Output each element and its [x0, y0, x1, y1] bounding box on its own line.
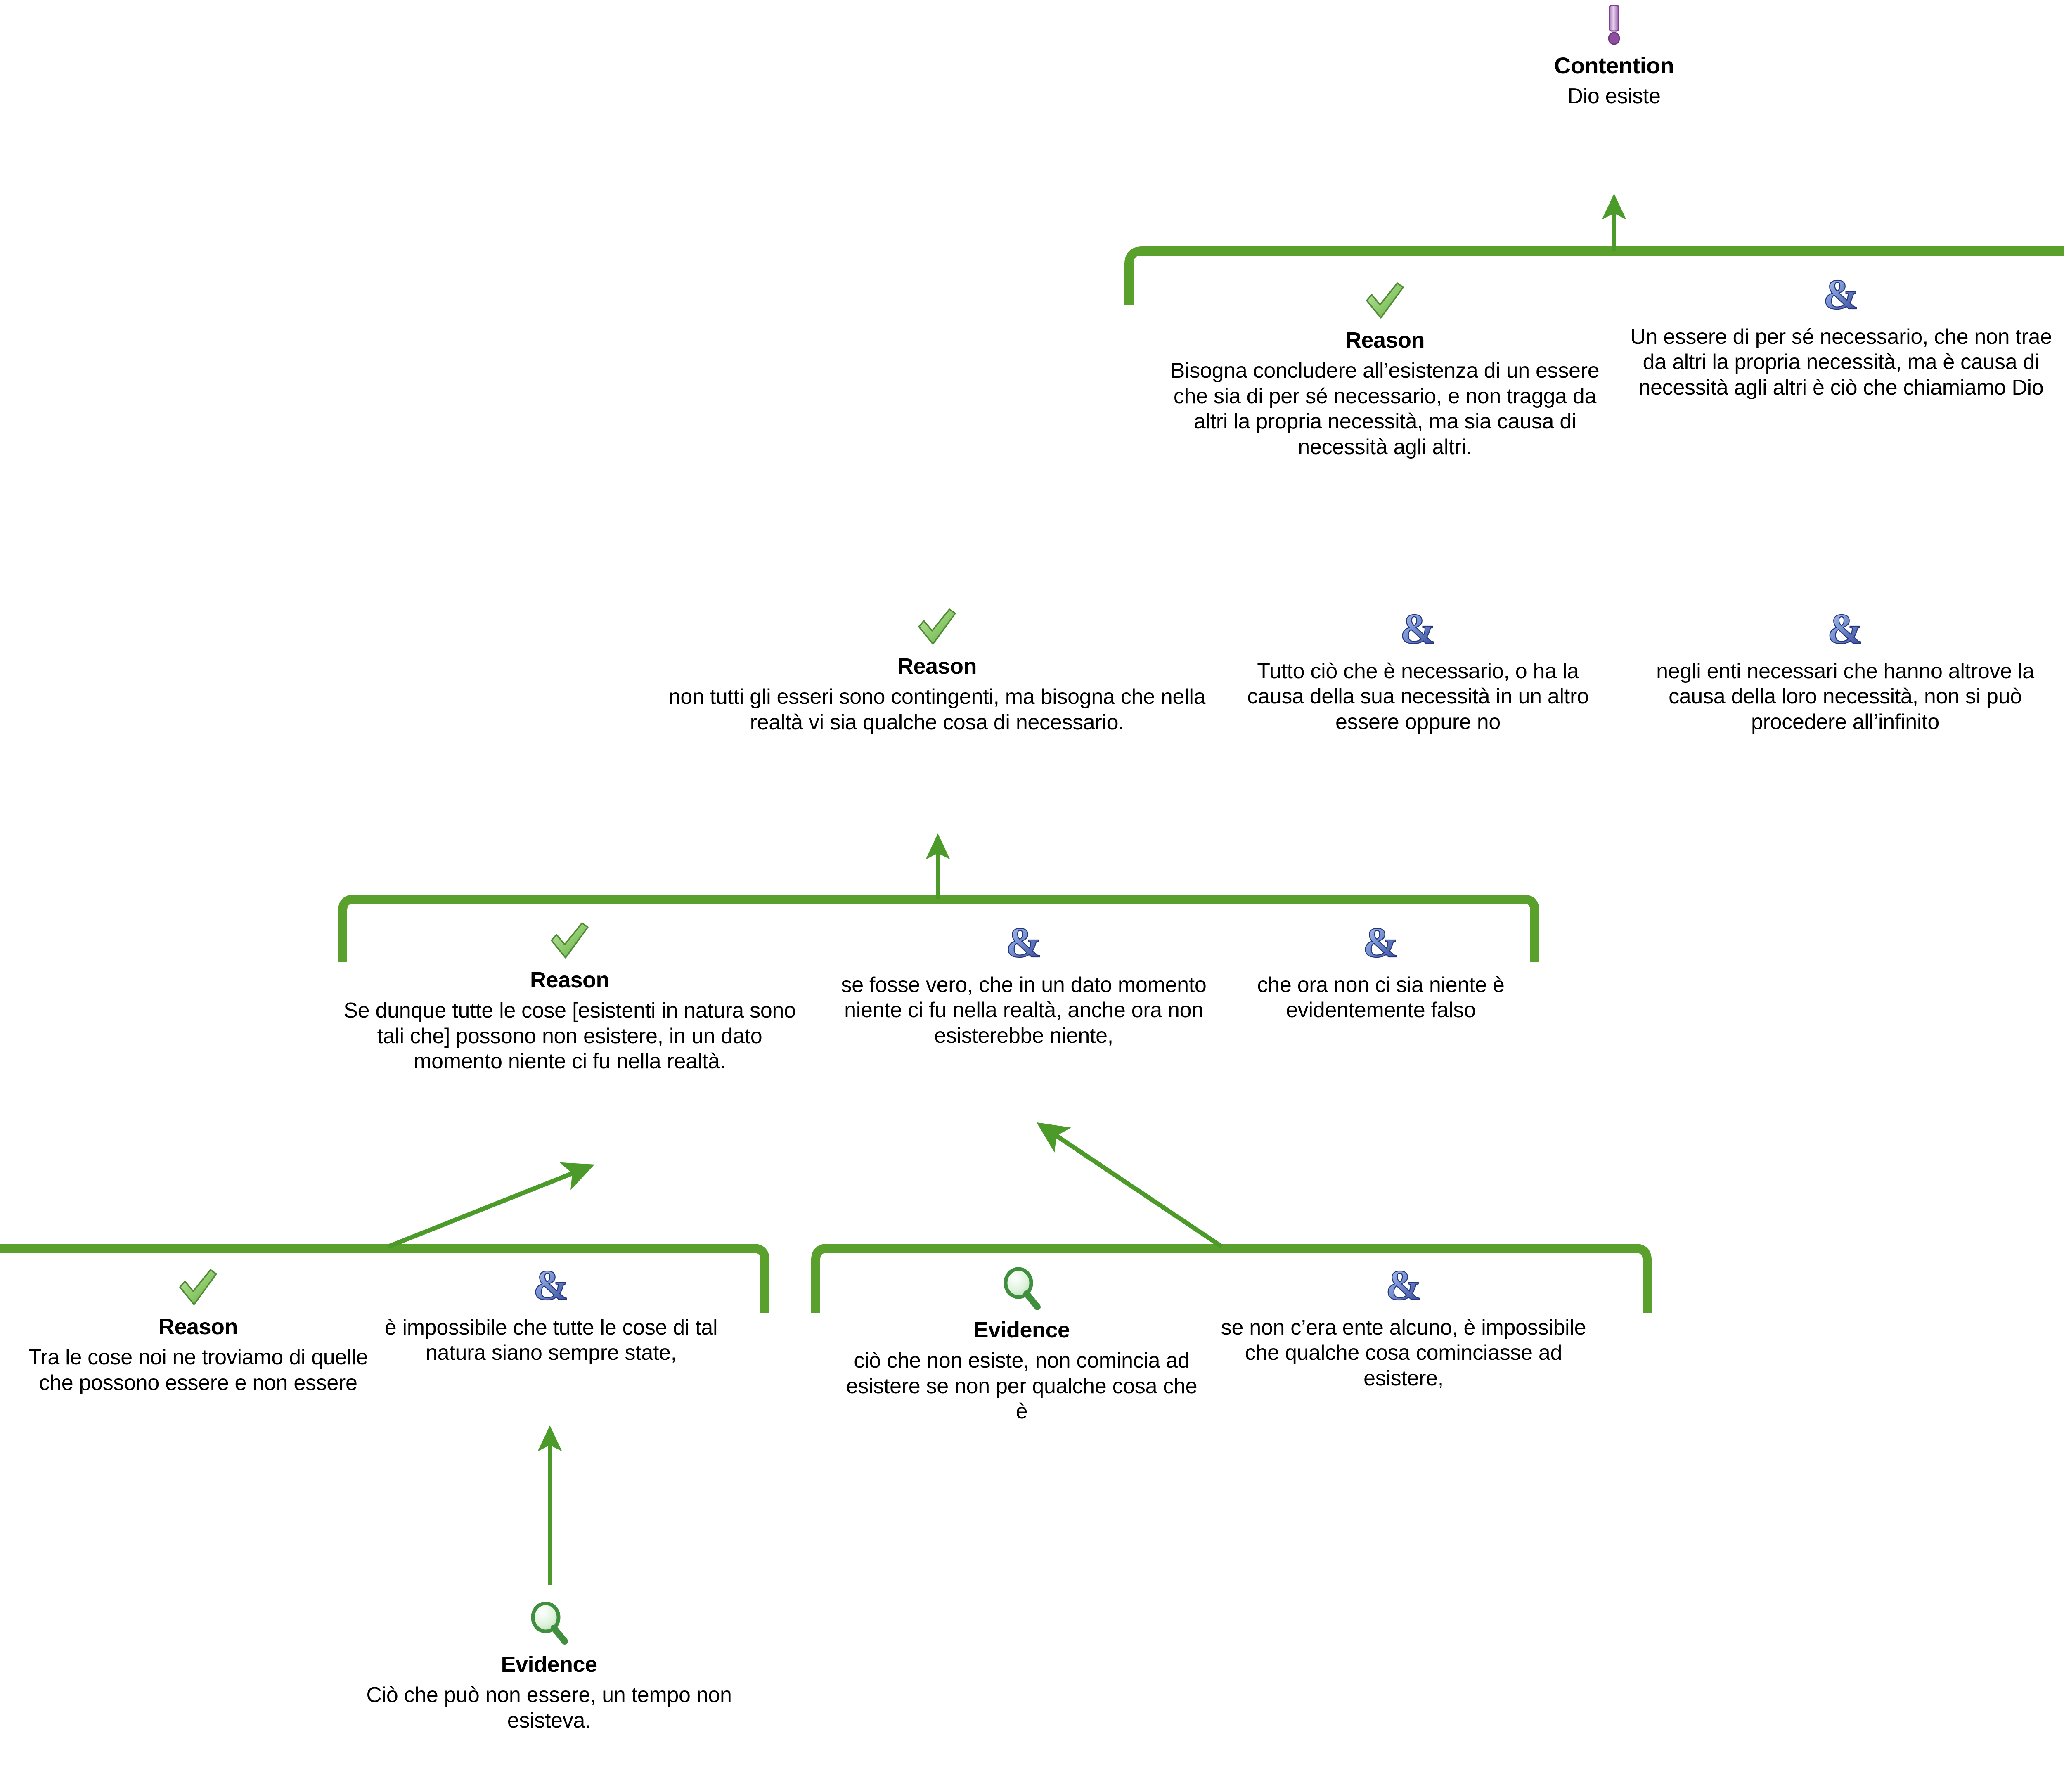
node-body-text: Tra le cose noi ne troviamo di quelle ch… — [28, 1345, 368, 1395]
node-body-text: Bisogna concludere all’esistenza di un e… — [1170, 359, 1600, 459]
ampersand-icon: & — [830, 918, 1218, 967]
node-body-text: Dio esiste — [1567, 84, 1661, 108]
green-check-icon — [1160, 281, 1610, 320]
node-body-text: è impossibile che tutte le cose di tal n… — [384, 1316, 718, 1365]
node-body-text: Tutto ciò che è necessario, o ha la caus… — [1247, 659, 1589, 734]
node-body-text: negli enti necessari che hanno altrove l… — [1656, 659, 2034, 734]
ampersand-icon: & — [1214, 1261, 1593, 1309]
node-body-text: se non c’era ente alcuno, è impossibile … — [1221, 1316, 1586, 1390]
svg-text:&: & — [535, 1263, 567, 1306]
node-body-text: Un essere di per sé necessario, che non … — [1630, 325, 2052, 400]
svg-text:&: & — [1402, 607, 1434, 650]
green-check-icon — [338, 921, 801, 960]
magnifying-glass-icon — [363, 1601, 735, 1645]
green-check-icon — [25, 1267, 372, 1307]
node-copremise-2b[interactable]: & negli enti necessari che hanno altrove… — [1643, 605, 2047, 735]
node-type-label: Reason — [1345, 328, 1425, 353]
ampersand-icon: & — [380, 1261, 722, 1309]
ampersand-icon: & — [1643, 605, 2047, 653]
node-reason-2[interactable]: Reason non tutti gli esseri sono conting… — [660, 607, 1214, 735]
node-copremise-3a[interactable]: & se fosse vero, che in un dato momento … — [830, 918, 1218, 1049]
arrow-to-copremise-3a — [1036, 1122, 1224, 1249]
arrow-to-reason-3 — [387, 1162, 595, 1249]
node-contention[interactable]: Contention Dio esiste — [1457, 4, 1771, 109]
svg-text:&: & — [1387, 1263, 1420, 1306]
ampersand-icon: & — [1622, 270, 2060, 319]
svg-text:&: & — [1365, 921, 1397, 963]
node-copremise-4a[interactable]: & è impossibile che tutte le cose di tal… — [380, 1261, 722, 1366]
node-body-text: non tutti gli esseri sono contingenti, m… — [668, 685, 1206, 734]
svg-text:&: & — [1825, 272, 1857, 315]
node-type-label: Evidence — [973, 1318, 1070, 1342]
green-check-icon — [660, 607, 1214, 646]
svg-text:&: & — [1829, 607, 1861, 650]
node-reason-1[interactable]: Reason Bisogna concludere all’esistenza … — [1160, 281, 1610, 460]
node-copremise-5a[interactable]: & se non c’era ente alcuno, è impossibil… — [1214, 1261, 1593, 1391]
exclamation-mark-icon — [1457, 4, 1771, 45]
ampersand-icon: & — [1253, 918, 1509, 967]
node-reason-4[interactable]: Reason Tra le cose noi ne troviamo di qu… — [25, 1267, 372, 1396]
node-body-text: che ora non ci sia niente è evidentement… — [1257, 973, 1505, 1023]
node-body-text: ciò che non esiste, non comincia ad esis… — [846, 1349, 1198, 1424]
node-copremise-3b[interactable]: & che ora non ci sia niente è evidenteme… — [1253, 918, 1509, 1023]
node-evidence-2[interactable]: Evidence ciò che non esiste, non cominci… — [838, 1267, 1205, 1425]
node-evidence-1[interactable]: Evidence Ciò che può non essere, un temp… — [363, 1601, 735, 1733]
node-copremise-2a[interactable]: & Tutto ciò che è necessario, o ha la ca… — [1232, 605, 1604, 735]
node-body-text: se fosse vero, che in un dato momento ni… — [841, 973, 1207, 1048]
node-type-label: Reason — [530, 968, 610, 992]
magnifying-glass-icon — [838, 1267, 1205, 1310]
svg-text:&: & — [1008, 921, 1040, 963]
node-body-text: Ciò che può non essere, un tempo non esi… — [366, 1683, 732, 1733]
node-type-label: Evidence — [501, 1652, 597, 1677]
node-type-label: Reason — [897, 654, 977, 679]
node-type-label: Reason — [158, 1314, 238, 1339]
node-reason-3[interactable]: Reason Se dunque tutte le cose [esistent… — [338, 921, 801, 1075]
ampersand-icon: & — [1232, 605, 1604, 653]
node-body-text: Se dunque tutte le cose [esistenti in na… — [343, 999, 796, 1074]
node-type-label: Contention — [1554, 52, 1674, 78]
node-copremise-1a[interactable]: & Un essere di per sé necessario, che no… — [1622, 270, 2060, 400]
